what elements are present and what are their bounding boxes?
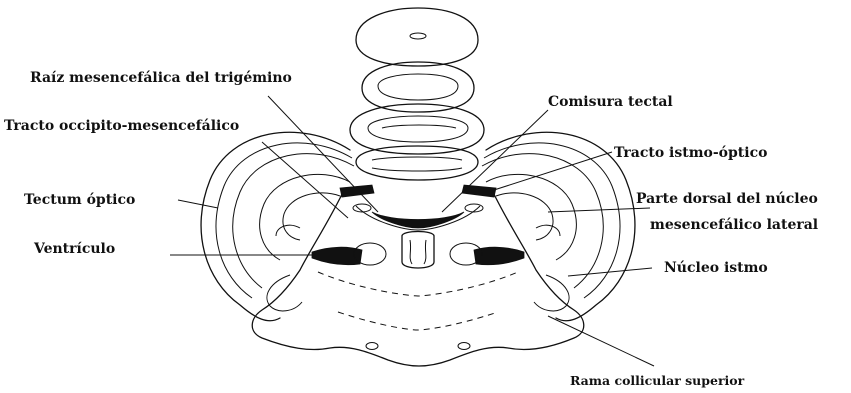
- left-optic-tectum: [201, 132, 354, 321]
- isthmo-optic-tracts: [340, 185, 496, 197]
- leader-lines: [170, 96, 654, 366]
- leader-tracto-istmo: [494, 152, 612, 190]
- leader-rama: [548, 316, 654, 366]
- right-optic-tectum: [482, 132, 635, 321]
- leader-tectum: [178, 200, 218, 208]
- tegmentum: [252, 188, 584, 366]
- label-tracto-occipito: Tracto occipito-mesencefálico: [4, 118, 239, 134]
- label-rama-collicular: Rama collicular superior: [570, 373, 745, 388]
- ventricle-marks: [312, 247, 524, 265]
- label-nucleo-istmo: Núcleo istmo: [664, 260, 768, 276]
- label-ventriculo: Ventrículo: [33, 241, 115, 257]
- label-tectum-optico: Tectum óptico: [24, 192, 135, 208]
- label-parte-dorsal-line1: Parte dorsal del núcleo: [636, 191, 818, 207]
- label-tracto-istmo-optico: Tracto istmo-óptico: [614, 145, 767, 161]
- cerebellum-folia: [350, 8, 484, 180]
- label-comisura-tectal: Comisura tectal: [548, 94, 673, 110]
- label-parte-dorsal-line2: mesencefálico lateral: [650, 217, 818, 233]
- tectal-commissure: [356, 206, 480, 230]
- central-canal: [353, 204, 483, 268]
- label-raiz-mesencefalica: Raíz mesencefálica del trigémino: [30, 70, 292, 86]
